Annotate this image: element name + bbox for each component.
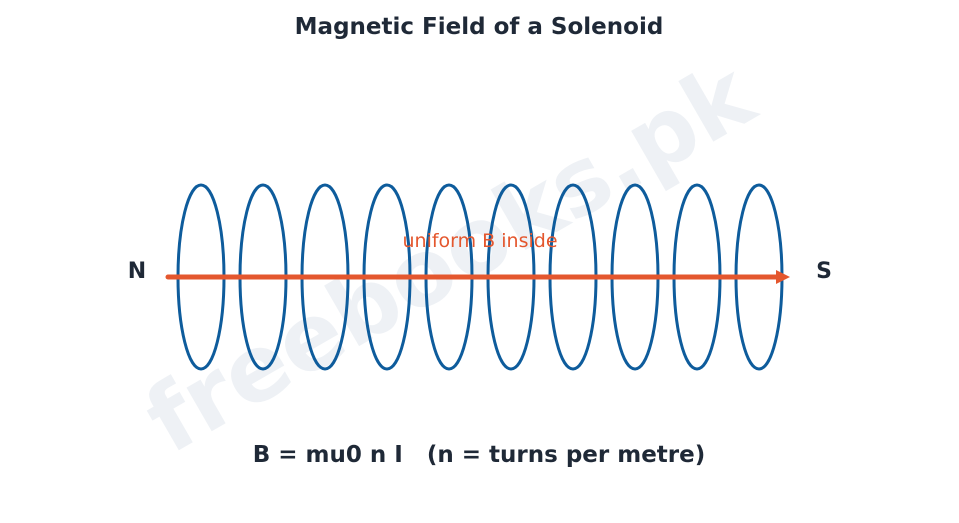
field-arrow-head	[776, 270, 790, 284]
field-formula: B = mu0 n I (n = turns per metre)	[253, 442, 706, 468]
field-label: uniform B inside	[402, 230, 557, 252]
south-pole-label: S	[816, 259, 832, 284]
north-pole-label: N	[128, 259, 146, 284]
diagram-title: Magnetic Field of a Solenoid	[295, 14, 664, 40]
field-arrow	[165, 270, 790, 284]
